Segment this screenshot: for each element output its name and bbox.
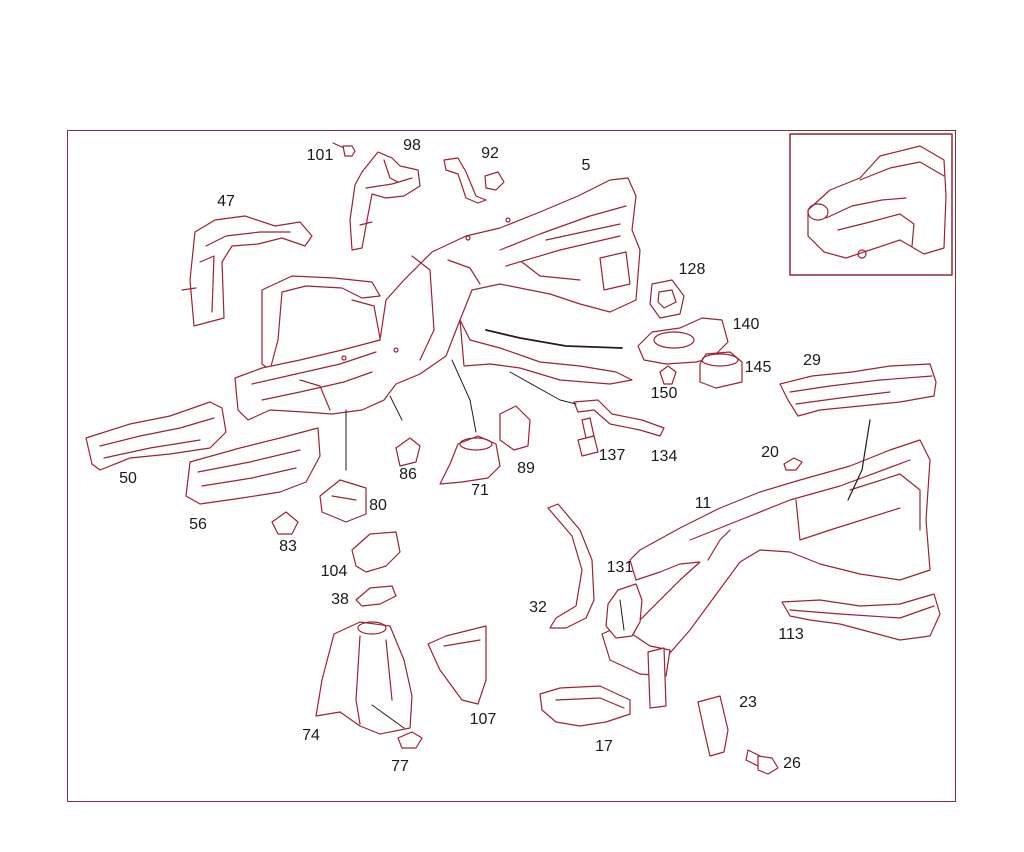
- label-131: 131: [606, 559, 634, 576]
- part-128-ring: [649, 279, 685, 319]
- part-47-panel: [181, 215, 313, 327]
- label-104: 104: [320, 563, 348, 580]
- label-77: 77: [391, 758, 409, 775]
- vehicle-inset: [789, 133, 953, 276]
- part-113-member: [781, 593, 941, 641]
- label-5: 5: [581, 157, 591, 174]
- label-56: 56: [189, 516, 207, 533]
- part-5-front-structure: [234, 177, 641, 421]
- part-20-clip: [783, 457, 803, 471]
- part-77-plate: [397, 731, 423, 749]
- part-50-member: [85, 401, 227, 471]
- label-71: 71: [471, 482, 489, 499]
- label-74: 74: [302, 727, 320, 744]
- part-101-screw: [332, 142, 356, 157]
- part-11-assembly: [601, 419, 931, 709]
- part-56-panel: [185, 427, 321, 505]
- part-23-bracket: [697, 695, 729, 757]
- part-131-pad: [605, 583, 643, 639]
- part-150-plug: [659, 365, 677, 385]
- part-29-rail: [779, 363, 937, 417]
- label-150: 150: [650, 385, 678, 402]
- part-38-plate: [355, 585, 397, 607]
- leader-lines: [345, 359, 625, 729]
- label-26: 26: [783, 755, 801, 772]
- label-32: 32: [529, 599, 547, 616]
- label-137: 137: [598, 447, 626, 464]
- part-26-bolt: [745, 749, 779, 775]
- label-47: 47: [217, 193, 235, 210]
- part-104-bracket: [351, 531, 401, 573]
- label-23: 23: [739, 694, 757, 711]
- part-98-bracket: [349, 151, 421, 251]
- part-140-strut-dome: [637, 317, 729, 365]
- label-98: 98: [403, 137, 421, 154]
- part-137-bolt: [577, 417, 599, 457]
- part-71-mount: [439, 435, 501, 485]
- label-113: 113: [778, 626, 804, 643]
- part-145-cup: [699, 351, 743, 389]
- diagram-frame: [67, 130, 956, 802]
- label-83: 83: [279, 538, 297, 555]
- label-134: 134: [650, 448, 678, 465]
- part-32-arm: [547, 503, 595, 629]
- label-145: 145: [744, 359, 772, 376]
- part-80-mount: [319, 479, 367, 523]
- label-50: 50: [119, 470, 137, 487]
- part-89-bracket: [499, 405, 531, 451]
- label-29: 29: [803, 352, 821, 369]
- part-107-bracket: [427, 625, 487, 705]
- label-80: 80: [369, 497, 387, 514]
- part-86-bracket: [395, 437, 421, 467]
- label-11: 11: [694, 495, 712, 512]
- part-17-carrier: [539, 685, 631, 727]
- part-83-clip: [271, 511, 299, 535]
- label-128: 128: [678, 261, 706, 278]
- label-92: 92: [481, 145, 499, 162]
- part-74-tower: [315, 621, 413, 735]
- label-101: 101: [306, 147, 334, 164]
- label-38: 38: [331, 591, 349, 608]
- label-140: 140: [732, 316, 760, 333]
- part-134-strap: [573, 399, 665, 437]
- part-92-bracket: [443, 157, 505, 204]
- label-107: 107: [469, 711, 497, 728]
- label-89: 89: [517, 460, 535, 477]
- label-17: 17: [595, 738, 613, 755]
- label-20: 20: [761, 444, 779, 461]
- label-86: 86: [399, 466, 417, 483]
